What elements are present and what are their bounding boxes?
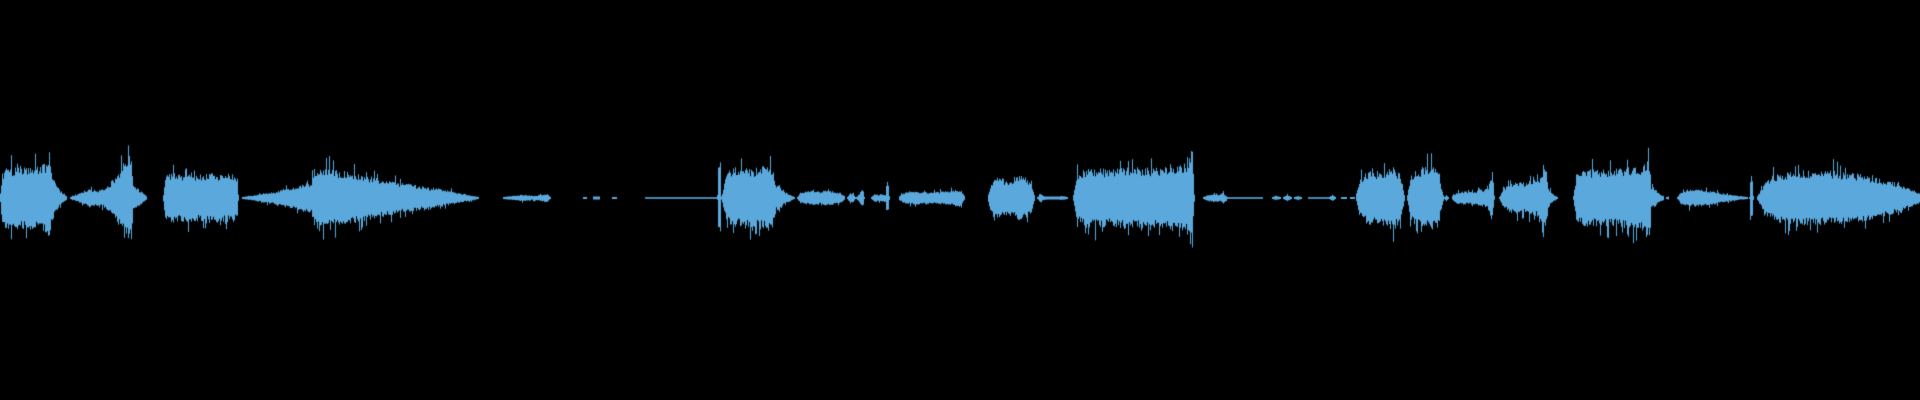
audio-waveform	[0, 0, 1920, 400]
waveform-canvas	[0, 0, 1920, 400]
waveform-screen: { "page": { "background_color": "#000000…	[0, 0, 1920, 400]
